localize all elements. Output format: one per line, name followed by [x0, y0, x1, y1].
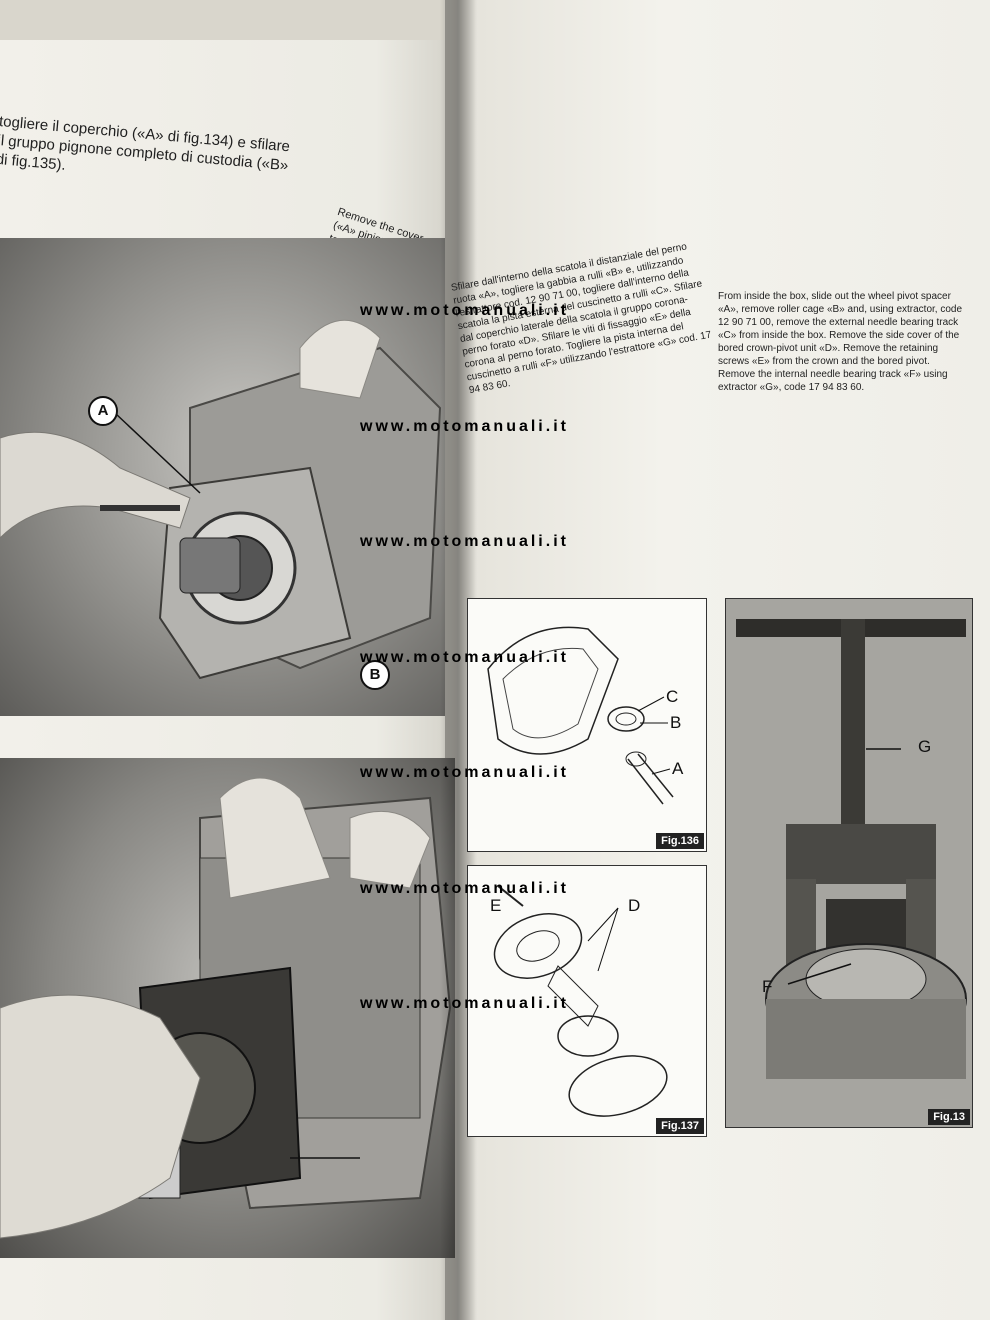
figure-136: C B A Fig.136 — [467, 598, 707, 852]
callout-d: D — [628, 896, 641, 915]
figure-137-drawing — [493, 885, 668, 1117]
watermark: www.motomanuali.it — [360, 302, 569, 319]
photo-pinion-drawing — [0, 777, 452, 1239]
callout-f: F — [762, 977, 773, 996]
callout-c: C — [666, 687, 679, 706]
callout-a: A — [672, 759, 684, 778]
fig138-label: Fig.13 — [928, 1109, 970, 1125]
english-text-right: From inside the box, slide out the wheel… — [718, 291, 963, 393]
watermark: www.motomanuali.it — [360, 533, 569, 550]
figure-138-drawing — [726, 599, 972, 1127]
photo-cover-drawing — [0, 319, 442, 680]
figure-137: E D Fig.137 — [467, 865, 707, 1137]
fig137-label: Fig.137 — [656, 1118, 704, 1134]
watermark: www.motomanuali.it — [360, 880, 569, 897]
fig136-label: Fig.136 — [656, 833, 704, 849]
callout-e: E — [490, 896, 502, 915]
photo-pinion-removal: B — [0, 660, 455, 1258]
watermark: www.motomanuali.it — [360, 764, 569, 781]
watermark: www.motomanuali.it — [360, 418, 569, 435]
callout-b: B — [670, 713, 682, 732]
watermark: www.motomanuali.it — [360, 649, 569, 666]
figure-138: G F Fig.13 — [725, 598, 973, 1128]
watermark: www.motomanuali.it — [360, 995, 569, 1012]
callout-g: G — [918, 737, 932, 756]
figure-136-drawing — [487, 626, 674, 805]
photo-cover-removal: A — [0, 238, 445, 716]
callout-a-circle: A — [88, 396, 118, 426]
